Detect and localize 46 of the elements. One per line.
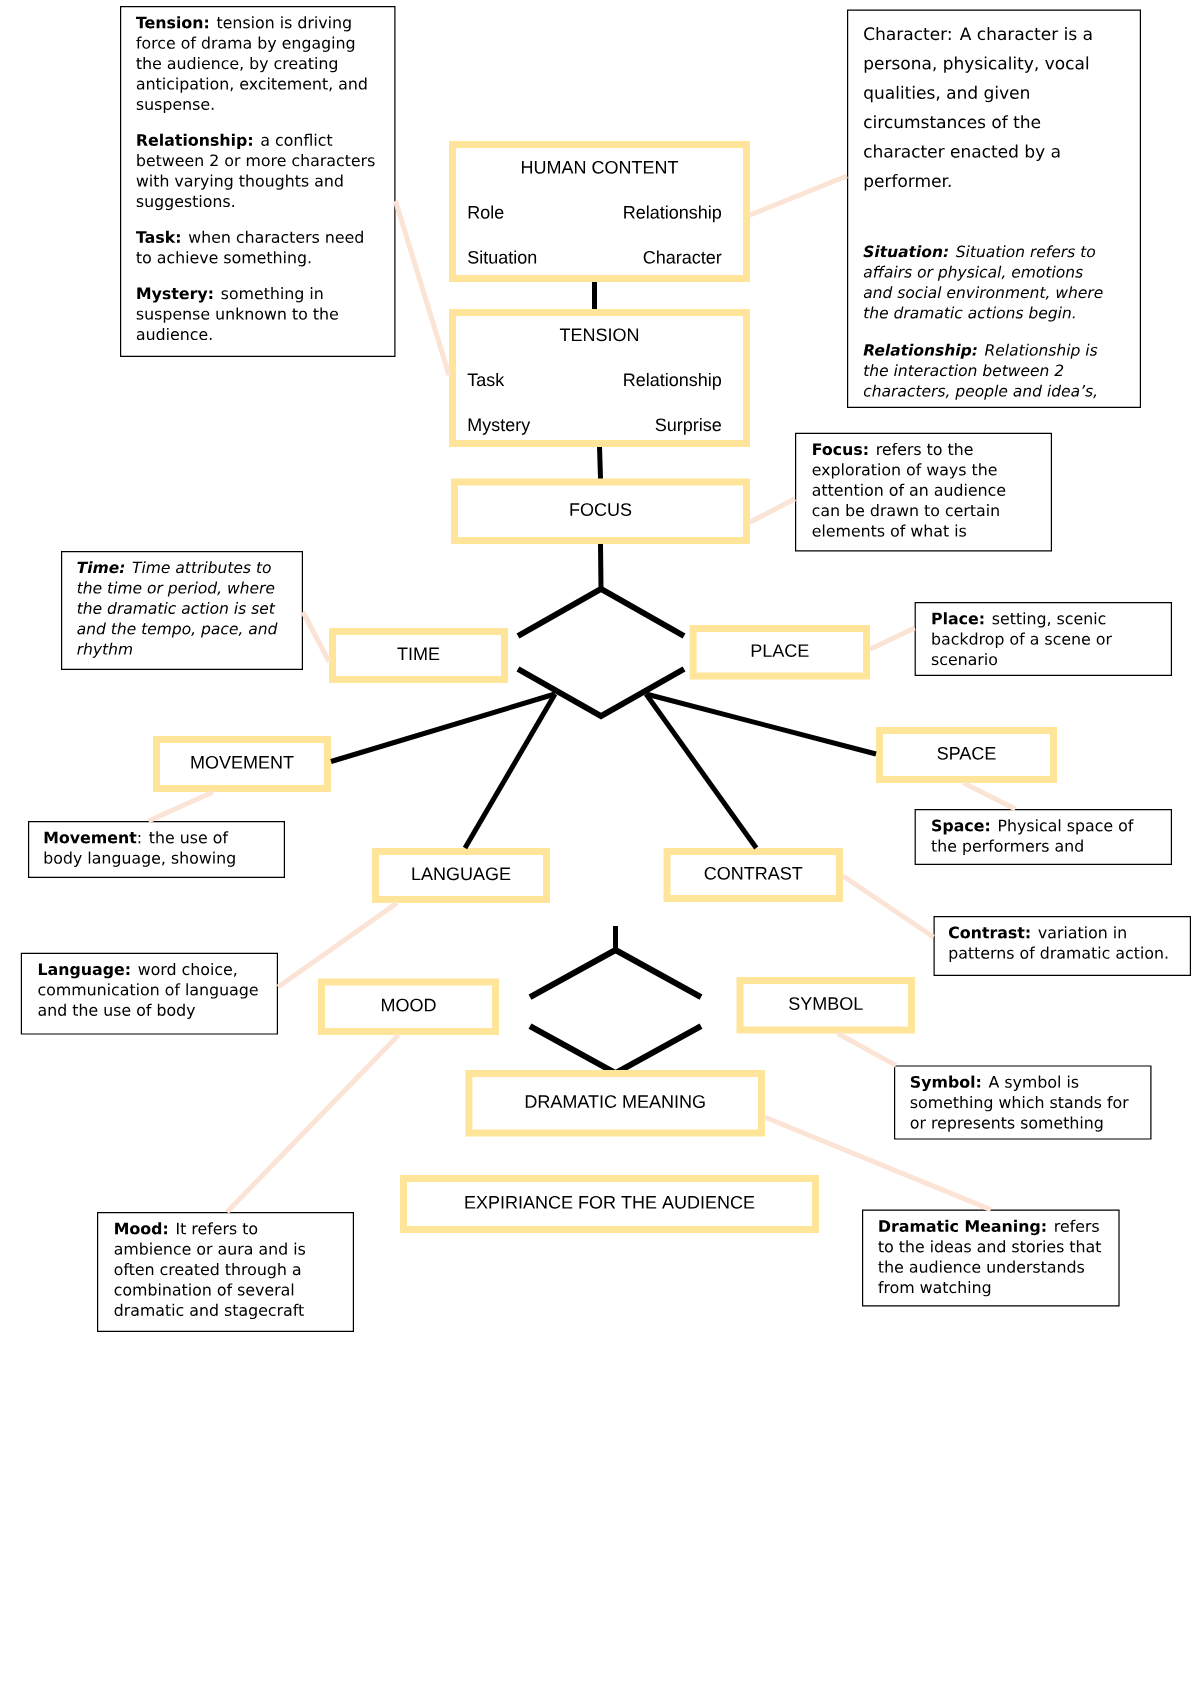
definition-box: Movement: the use of body language, showing	[28, 821, 285, 878]
connector-line	[462, 692, 558, 850]
leader-line	[749, 173, 848, 218]
concept-box: SPACE	[876, 727, 1057, 783]
connector-line	[330, 691, 556, 764]
connector-line	[597, 446, 603, 479]
concept-box: MOVEMENT	[153, 736, 331, 792]
leader-line	[962, 780, 1017, 812]
definition-box: Time: Time attributes to the time or period, where the dramatic action is set and the tempo, pace, and rhythm	[61, 551, 303, 670]
concept-box: PLACE	[689, 625, 870, 680]
concept-box: SYMBOL	[736, 977, 915, 1034]
connector-line	[598, 543, 604, 590]
definition-box: Language: word choice, communication of language and the use of body	[20, 952, 278, 1035]
definition-box: Space: Physical space of the performers and	[914, 809, 1172, 865]
concept-box: CONTRAST	[663, 848, 843, 902]
hexagon-outline	[515, 585, 687, 720]
leader-line	[225, 1033, 401, 1214]
leader-line	[147, 789, 215, 824]
concept-box: DRAMATIC MEANING	[465, 1070, 765, 1137]
leader-line	[836, 1031, 898, 1068]
definition-box: Dramatic Meaning: refers to the ideas and stories that the audience understands from watching	[862, 1209, 1120, 1307]
definition-box: Character: A character is a persona, physicality, vocal qualities, and given circumstances of the character enacted by a performer. Situation: Situation refers to affairs or physical, emotions and social environment, where the dramatic actions begin. Relationship: Relationship is the interaction between 2 characters, people and idea’s,	[847, 9, 1141, 408]
connector-line	[643, 692, 759, 850]
concept-box: TENSION Task Relationship Mystery Surprise	[449, 309, 750, 447]
concept-box: EXPIRIANCE FOR THE AUDIENCE	[400, 1175, 819, 1233]
concept-box: TIME	[329, 628, 508, 683]
concept-box: MOOD	[318, 978, 499, 1035]
leader-line	[748, 496, 797, 525]
concept-box: HUMAN CONTENT Role Relationship Situation Character	[449, 141, 750, 282]
definition-box: Focus: refers to the exploration of ways the attention of an audience can be drawn to certain elements of what is	[795, 432, 1052, 552]
connector-line	[613, 926, 618, 950]
leader-line	[276, 900, 399, 990]
definition-box: Contrast: variation in patterns of dramatic action.	[933, 916, 1191, 976]
leader-line	[868, 625, 916, 652]
connector-line	[592, 282, 597, 309]
definition-box: Place: setting, scenic backdrop of a scene or scenario	[914, 602, 1172, 676]
concept-box: LANGUAGE	[372, 848, 550, 903]
definition-box: Mood: It refers to ambience or aura and is often created through a combination of several dramatic and stagecraft	[97, 1212, 354, 1332]
connector-line	[645, 691, 877, 757]
leader-line	[393, 200, 452, 376]
leader-line	[300, 610, 332, 663]
leader-line	[841, 873, 935, 940]
definition-box: Tension: tension is driving force of drama by engaging the audience, by creating anticipation, excitement, and suspense. Relationship: a conflict between 2 or more characters with varying thoughts and suggestions. Task: when characters need to achieve something. Mystery: something in suspense unknown to the audience.	[120, 6, 396, 357]
concept-box: FOCUS	[451, 478, 750, 544]
leader-line	[764, 1114, 992, 1212]
definition-box: Symbol: A symbol is something which stands for or represents something	[894, 1065, 1152, 1140]
